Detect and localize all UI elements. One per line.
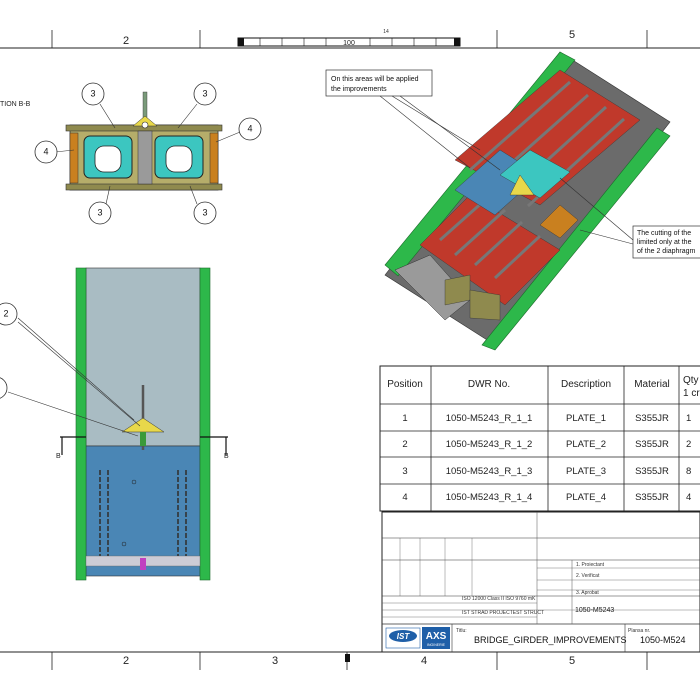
title-drawing-no: 1050-M5243 xyxy=(575,607,614,614)
side-balloon-partial xyxy=(0,377,8,399)
title-verif-3: 3. Aprobat xyxy=(576,590,599,596)
section-title: TION B-B xyxy=(0,101,31,108)
title-company: IST STRAD PROJECTEST STRUCT xyxy=(462,610,544,616)
drawing-number: 1050-M524 xyxy=(640,635,686,645)
title-std-line: ISO 12000 Class II ISO 9760 mK xyxy=(462,596,536,602)
bom-cell-qty: 8 xyxy=(686,466,691,477)
bom-cell-description: PLATE_4 xyxy=(566,492,606,503)
bom-cell-position: 3 xyxy=(402,466,407,477)
zone-top-5: 5 xyxy=(569,29,575,41)
svg-text:3: 3 xyxy=(97,207,102,217)
bom-cell-material: S355JR xyxy=(635,492,669,503)
isometric-view xyxy=(384,51,671,351)
drawing-title: BRIDGE_GIRDER_IMPROVEMENTS xyxy=(474,635,627,645)
logo-axs: AXS INGINERIE xyxy=(422,627,450,649)
dwg-label: Plansa nr. xyxy=(628,628,650,634)
bom-cell-material: S355JR xyxy=(635,466,669,477)
svg-text:3: 3 xyxy=(90,88,95,98)
note-improvements-line-2: the improvements xyxy=(331,86,387,93)
section-balloon-5: 3 xyxy=(88,201,112,225)
section-balloon-leaders xyxy=(54,103,241,205)
note-improvements xyxy=(325,69,501,171)
bom-cell-description: PLATE_3 xyxy=(566,466,606,477)
svg-text:4: 4 xyxy=(43,146,48,156)
bom-header-qty-sub: 1 cr xyxy=(683,388,700,399)
svg-text:4: 4 xyxy=(247,123,252,133)
logo-ist: IST xyxy=(385,627,421,649)
scale-bar xyxy=(237,37,461,47)
zone-top-2: 2 xyxy=(123,35,129,47)
svg-text:INGINERIE: INGINERIE xyxy=(427,643,446,647)
bom-cell-material: S355JR xyxy=(635,413,669,424)
bom-cell-dwr: 1050-M5243_R_1_1 xyxy=(446,413,533,424)
bom-header-material: Material xyxy=(634,379,670,390)
title-verif-2: 2. Verificat xyxy=(576,573,600,579)
section-marker-right: B xyxy=(224,453,229,460)
bom-header-position: Position xyxy=(387,379,423,390)
bom-header-qty: Qty xyxy=(683,375,699,386)
bom-cell-dwr: 1050-M5243_R_1_2 xyxy=(446,439,533,450)
bom-cell-position: 1 xyxy=(402,413,407,424)
bom-cell-dwr: 1050-M5243_R_1_4 xyxy=(446,492,533,503)
bom-cell-material: S355JR xyxy=(635,439,669,450)
bom-cell-qty: 1 xyxy=(686,413,691,424)
svg-text:AXS: AXS xyxy=(426,631,447,642)
svg-text:IST: IST xyxy=(397,632,411,641)
svg-text:2: 2 xyxy=(3,308,8,318)
side-balloon-2: 2 xyxy=(0,302,18,326)
bom-cell-position: 2 xyxy=(402,439,407,450)
section-balloon-3: 4 xyxy=(34,140,58,164)
bom-cell-qty: 4 xyxy=(686,492,691,503)
note-cutting xyxy=(559,177,700,259)
title-label: Titlu: xyxy=(456,628,467,634)
bom-row-2: 2 1050-M5243_R_1_2 PLATE_2 S355JR 2 xyxy=(402,439,691,450)
note-cutting-line-3: of the 2 diaphragm xyxy=(637,248,696,255)
bom-cell-qty: 2 xyxy=(686,439,691,450)
bom-header-description: Description xyxy=(561,379,611,390)
section-view xyxy=(65,91,223,191)
bom-cell-description: PLATE_1 xyxy=(566,413,606,424)
bom-cell-description: PLATE_2 xyxy=(566,439,606,450)
side-balloon-leaders xyxy=(7,317,141,437)
bom-header-dwr: DWR No. xyxy=(468,379,510,390)
zone-bottom-5: 5 xyxy=(569,655,575,667)
bom-cell-dwr: 1050-M5243_R_1_3 xyxy=(446,466,533,477)
section-balloon-6: 3 xyxy=(193,201,217,225)
note-cutting-line-2: limited only at the xyxy=(637,239,692,246)
bom-row-4: 4 1050-M5243_R_1_4 PLATE_4 S355JR 4 xyxy=(402,492,691,503)
zone-bottom-3: 3 xyxy=(272,655,278,667)
note-improvements-line-1: On this areas will be applied xyxy=(331,76,419,83)
scale-bar-tick: 14 xyxy=(383,29,389,35)
bom-row-3: 3 1050-M5243_R_1_3 PLATE_3 S355JR 8 xyxy=(402,466,691,477)
section-marker-left: B xyxy=(56,453,61,460)
bom-cell-position: 4 xyxy=(402,492,407,503)
bom-table xyxy=(379,365,700,512)
zone-bottom-4: 4 xyxy=(421,655,427,667)
section-balloon-1: 3 xyxy=(81,82,105,106)
section-balloon-2: 3 xyxy=(193,82,217,106)
bom-row-1: 1 1050-M5243_R_1_1 PLATE_1 S355JR 1 xyxy=(402,413,691,424)
zone-bottom-2: 2 xyxy=(123,655,129,667)
svg-text:3: 3 xyxy=(202,88,207,98)
section-balloon-4: 4 xyxy=(238,117,262,141)
svg-text:3: 3 xyxy=(202,207,207,217)
side-view xyxy=(60,267,228,581)
note-cutting-line-1: The cutting of the xyxy=(637,230,691,237)
title-verif-1: 1. Proiectant xyxy=(576,562,605,568)
scale-bar-label: 100 xyxy=(343,40,355,47)
